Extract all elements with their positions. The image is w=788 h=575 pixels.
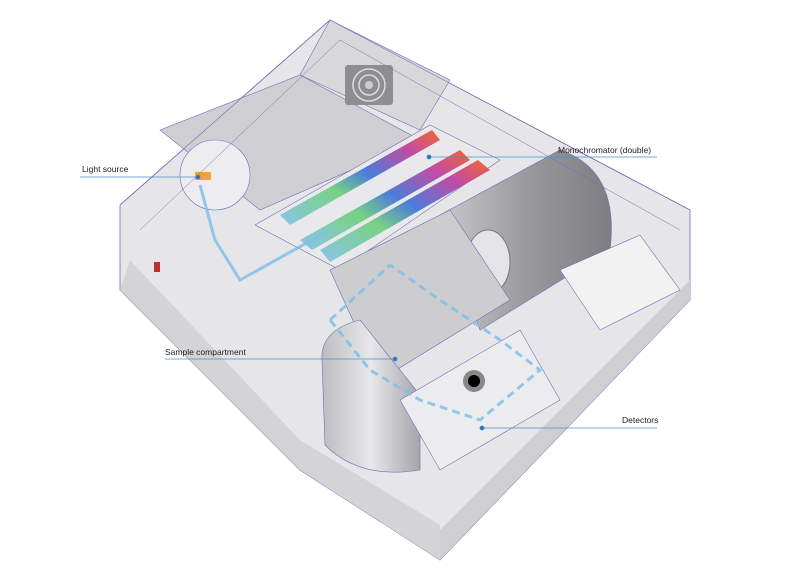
leader-lines [80,154,657,431]
sample-compartment-dot [392,356,398,362]
monochromator-beams [280,130,490,262]
label-monochromator: Monochromator (double) [558,145,652,155]
label-light-source: Light source [82,164,129,174]
detectors-dot [479,425,485,431]
monochromator-dot [426,154,432,160]
label-sample-compartment: Sample compartment [165,347,246,357]
label-detectors: Detectors [622,415,659,425]
instrument-body [119,19,691,561]
fan-icon [345,65,393,105]
optical-path [198,184,543,422]
light-source-dot [195,174,201,180]
